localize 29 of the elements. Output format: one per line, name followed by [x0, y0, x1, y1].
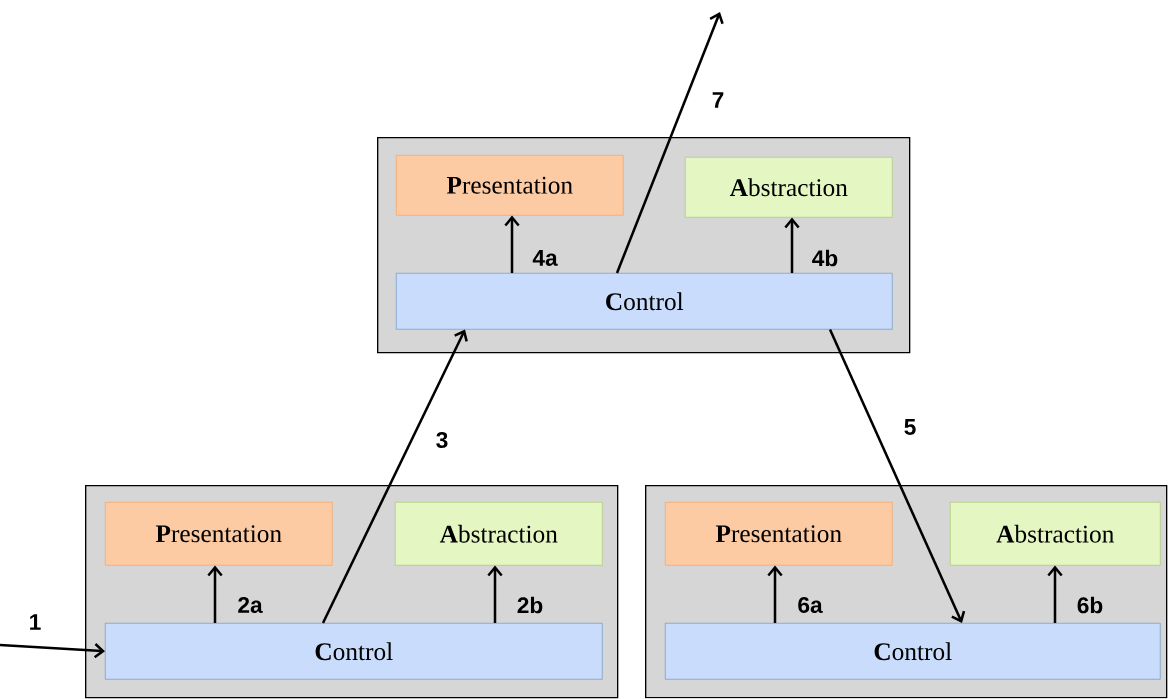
control-box: Control	[396, 273, 893, 330]
presentation-box: Presentation	[396, 155, 624, 216]
arrow	[504, 215, 520, 273]
abstraction-box: Abstraction	[685, 157, 893, 218]
edge-label: 6a	[798, 596, 823, 614]
arrow	[767, 565, 783, 623]
arrow	[0, 643, 105, 659]
abstraction-box: Abstraction	[950, 502, 1161, 566]
arrow	[207, 565, 223, 623]
arrow	[828, 329, 966, 623]
edge-label: 2a	[238, 596, 263, 614]
edge-label: 6b	[1077, 596, 1103, 614]
presentation-box: Presentation	[665, 502, 893, 566]
presentation-box: Presentation	[105, 502, 333, 566]
arrow	[1047, 565, 1063, 623]
edge-label: 7	[712, 92, 724, 108]
edge-label: 4b	[812, 249, 838, 267]
arrow	[784, 217, 800, 273]
edge-label: 3	[436, 431, 448, 449]
edge-label: 2b	[517, 596, 543, 614]
abstraction-box: Abstraction	[395, 502, 603, 566]
arrow	[487, 565, 503, 623]
control-box: Control	[665, 623, 1161, 680]
edge-label: 4a	[532, 250, 558, 266]
control-box: Control	[105, 623, 603, 680]
edge-label: 1	[30, 614, 41, 630]
arrow	[615, 12, 724, 274]
arrow	[321, 329, 468, 624]
edge-label: 5	[904, 419, 916, 435]
